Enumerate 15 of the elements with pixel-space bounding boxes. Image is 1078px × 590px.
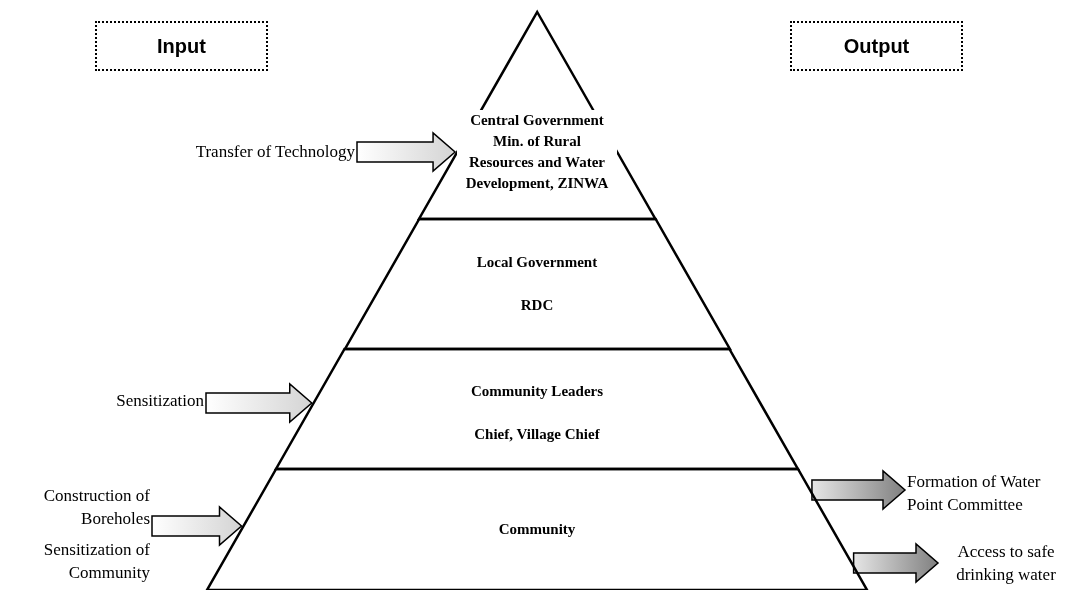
tier-label: Central Government <box>466 110 608 131</box>
side-label: Formation of Water Point Committee <box>907 471 1042 516</box>
block-arrow <box>852 542 940 584</box>
heading-box: Output <box>790 21 963 71</box>
block-arrow <box>151 505 243 547</box>
tier-label: Min. of Rural Resources and Water Development, ZINWA <box>457 131 617 194</box>
side-label: Sensitization <box>116 390 204 412</box>
block-arrow <box>811 469 907 511</box>
block-arrow <box>356 131 457 173</box>
side-label: Construction of Boreholes <box>42 485 150 530</box>
block-arrow <box>205 382 313 424</box>
side-label: Access to safe drinking water <box>955 541 1057 586</box>
side-label: Transfer of Technology <box>195 141 355 163</box>
side-label: Sensitization of Community <box>42 539 150 584</box>
heading-box: Input <box>95 21 268 71</box>
